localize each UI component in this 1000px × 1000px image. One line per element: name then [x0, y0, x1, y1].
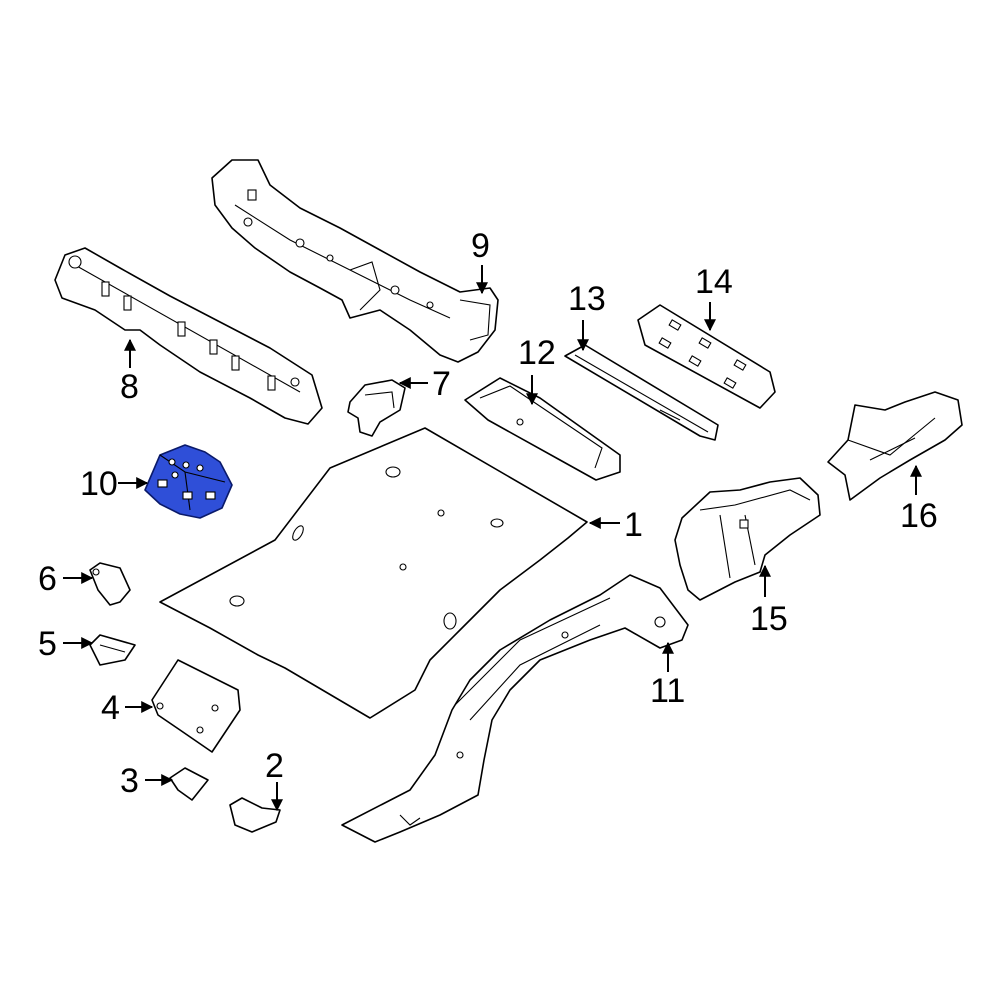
- callout-16: 16: [900, 497, 938, 535]
- part-8-rear-member[interactable]: [54, 247, 323, 425]
- part-1-floor-pan[interactable]: [159, 427, 588, 719]
- callout-9: 9: [471, 227, 490, 265]
- callout-5: 5: [38, 625, 57, 663]
- callout-7: 7: [432, 365, 451, 403]
- callout-15: 15: [750, 600, 788, 638]
- callout-10: 10: [80, 465, 118, 503]
- callout-14: 14: [695, 263, 733, 301]
- part-12-panel[interactable]: [464, 377, 621, 481]
- part-4-plate[interactable]: [151, 659, 241, 753]
- part-3-clip[interactable]: [169, 767, 209, 801]
- callout-12: 12: [518, 334, 556, 372]
- callout-3: 3: [120, 762, 139, 800]
- part-14-plate[interactable]: [637, 304, 776, 409]
- part-6-bracket[interactable]: [89, 562, 131, 606]
- callout-8: 8: [120, 368, 139, 406]
- callout-labels: 1 2 3 4 5 6 7 8 9 10 11 12 13 14 15 16: [38, 227, 938, 800]
- callout-1: 1: [624, 506, 643, 544]
- part-2-clip[interactable]: [229, 797, 281, 833]
- part-15-wheelhouse-bracket[interactable]: [674, 477, 821, 601]
- part-5-bracket[interactable]: [89, 634, 136, 666]
- part-7-bracket[interactable]: [347, 379, 406, 437]
- callout-2: 2: [265, 747, 284, 785]
- part-9-cross-member[interactable]: [211, 159, 499, 363]
- callout-11: 11: [650, 672, 685, 710]
- part-10-bracket-highlighted[interactable]: [144, 444, 233, 519]
- callout-6: 6: [38, 560, 57, 598]
- callout-4: 4: [101, 689, 120, 727]
- part-16-bracket[interactable]: [827, 391, 963, 501]
- leader-lines: [63, 265, 922, 812]
- callout-13: 13: [568, 280, 606, 318]
